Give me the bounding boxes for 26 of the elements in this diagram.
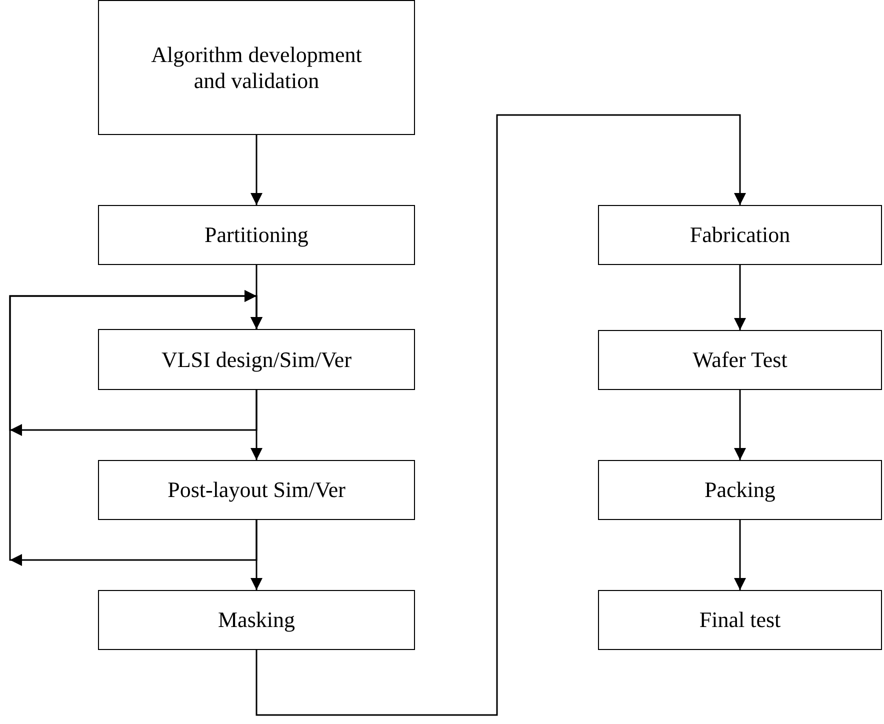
step-label: Fabrication	[690, 222, 790, 248]
arrow	[250, 390, 262, 460]
process-box	[98, 0, 415, 135]
arrow	[9, 295, 262, 561]
step-label: Post-layout Sim/Ver	[168, 477, 346, 503]
arrow	[734, 265, 746, 330]
step-label: Partitioning	[204, 222, 308, 248]
step-label: Packing	[704, 477, 776, 503]
process-box	[598, 205, 882, 265]
step-label: Algorithm development and validation	[150, 42, 363, 94]
process-box	[98, 590, 415, 650]
arrow	[250, 135, 262, 205]
arrow	[256, 114, 746, 716]
process-box	[598, 590, 882, 650]
arrow	[250, 520, 262, 590]
process-box	[98, 460, 415, 520]
process-box	[98, 329, 415, 390]
step-label: Final test	[699, 607, 781, 633]
step-label: Masking	[218, 607, 295, 633]
process-box	[598, 460, 882, 520]
step-label: Wafer Test	[692, 347, 788, 373]
arrow	[734, 390, 746, 460]
step-label: VLSI design/Sim/Ver	[161, 346, 352, 372]
arrow	[734, 520, 746, 590]
process-box	[98, 205, 415, 265]
process-box	[598, 330, 882, 390]
